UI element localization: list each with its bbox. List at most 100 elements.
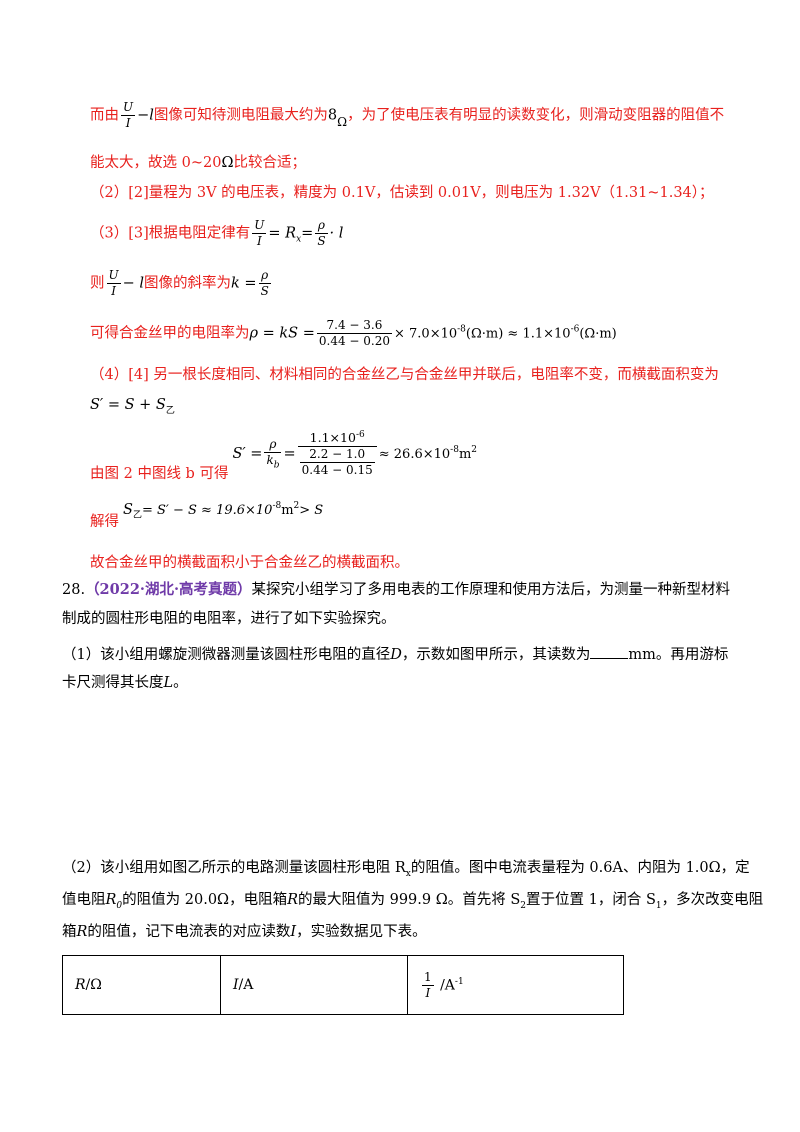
math-term: S <box>123 501 133 518</box>
math-term: · l <box>329 225 344 242</box>
solution-line-11: 故合金丝甲的横截面积小于合金丝乙的横截面积。 <box>90 555 409 571</box>
text: 的阻值，记下电流表的对应读数 <box>87 924 291 940</box>
text: 比较合适； <box>233 155 306 171</box>
frac-num: ρ <box>269 436 277 451</box>
text: 的阻值。图中电流表量程为 0.6A、内阻为 1.0Ω，定 <box>410 860 750 876</box>
math-term: −l <box>137 107 154 124</box>
solution-line-7: （4）[4] 另一根长度相同、材料相同的合金丝乙与合金丝甲并联后，电阻率不变，而… <box>90 367 719 383</box>
frac-den: S <box>315 233 328 248</box>
question-part-1-line-2: 卡尺测得其长度L。 <box>62 676 188 691</box>
header-unit: /Ω <box>85 977 102 993</box>
num-text: 1.1×10 <box>309 430 356 446</box>
frac-den: S <box>258 283 271 298</box>
frac-num: ρ <box>317 218 325 232</box>
header-unit: /A <box>440 977 455 993</box>
math-term: = <box>301 225 314 242</box>
frac-num: ρ <box>261 268 269 282</box>
superscript: -6 <box>570 324 580 335</box>
unit: m <box>458 446 472 462</box>
subscript: b <box>273 459 280 470</box>
answer-blank[interactable] <box>590 646 629 659</box>
text: 的阻值为 20.0Ω，电阻箱 <box>122 892 288 908</box>
math-term: = <box>283 445 296 462</box>
unit: m <box>281 502 294 518</box>
frac-den-k: k <box>266 452 274 467</box>
math-term: D <box>390 647 402 663</box>
frac-den: I <box>252 233 267 249</box>
math-term: ρ = kS = <box>249 325 315 342</box>
header-symbol: I <box>233 977 239 993</box>
math-term: k = <box>231 275 257 292</box>
text: （2）该小组用如图乙所示的电路测量该圆柱形电阻 R <box>62 860 406 876</box>
text: 可得合金丝甲的电阻率为 <box>90 325 250 342</box>
math-term: R <box>76 924 88 940</box>
text: 解得 <box>90 513 119 530</box>
math-term: = S′ − S ≈ 19.6×10 <box>141 502 273 518</box>
text: ，多次改变电阻 <box>661 892 764 908</box>
text: （1）该小组用螺旋测微器测量该圆柱形电阻的直径 <box>62 647 391 663</box>
question-number: 28. <box>62 582 86 598</box>
math-term: R <box>287 892 298 908</box>
question-part-2-line-1: （2）该小组用如图乙所示的电路测量该圆柱形电阻 Rx的阻值。图中电流表量程为 0… <box>62 861 750 879</box>
frac-den: kb <box>264 451 282 472</box>
superscript: 2 <box>471 445 478 456</box>
text: 值电阻 <box>62 892 106 908</box>
math-term: I <box>290 924 297 940</box>
math-term: S′ = <box>232 445 263 462</box>
text: ，为了使电压表有明显的读数变化，则滑动变阻器的阻值不 <box>347 107 725 124</box>
frac-num: U <box>123 100 134 114</box>
text: （3）[3]根据电阻定律有 <box>90 225 251 242</box>
superscript: 2 <box>293 501 300 511</box>
question-28-line-1: 28.（2022·湖北·高考真题）某探究小组学习了多用电表的工作原理和使用方法后… <box>62 581 730 598</box>
superscript: -8 <box>457 324 466 335</box>
solution-line-3: （2）[2]量程为 3V 的电压表，精度为 0.1V，估读到 0.01V，则电压… <box>90 185 714 201</box>
text: 图像的斜率为 <box>144 275 232 292</box>
math-term: S′ = S + S <box>90 397 166 413</box>
question-part-2-line-2: 值电阻R0的阻值为 20.0Ω，电阻箱R的最大阻值为 999.9 Ω。首先将 S… <box>62 893 763 911</box>
text: ，实验数据见下表。 <box>296 924 427 940</box>
text: 箱 <box>62 924 77 940</box>
frac-num: 1 <box>424 969 432 984</box>
frac-den: I <box>121 115 136 131</box>
subscript: x <box>405 868 411 879</box>
question-source: （2022·湖北·高考真题） <box>85 581 252 598</box>
value: 8 <box>327 107 338 124</box>
frac-num: U <box>254 218 265 232</box>
header-unit: /A <box>238 977 254 993</box>
math-term: − l <box>122 275 145 292</box>
header-symbol: R <box>75 977 86 993</box>
subscript: 0 <box>116 900 123 911</box>
text: 而由 <box>90 107 119 124</box>
math-term: (Ω·m) ≈ 1.1×10 <box>465 326 571 342</box>
header-cell-r: R/Ω <box>62 955 221 1015</box>
question-part-2-line-3: 箱R的阻值，记下电流表的对应读数I，实验数据见下表。 <box>62 925 427 940</box>
solution-line-8: S′ = S + S乙 <box>90 398 175 416</box>
frac-num: U <box>108 268 119 282</box>
solution-line-10: 解得S乙= S′ − S ≈ 19.6×10-8m2> S <box>90 501 323 530</box>
text: 图像可知待测电阻最大约为 <box>153 107 328 124</box>
unit: Ω <box>337 114 348 129</box>
text: 由图 2 中图线 b 可得 <box>90 465 229 482</box>
text: 的最大阻值为 999.9 Ω。首先将 S <box>298 892 521 908</box>
math-term: × 7.0×10 <box>394 326 458 342</box>
subscript: 1 <box>655 900 662 911</box>
frac-num: 2.2 − 1.0 <box>309 446 366 461</box>
subscript: 乙 <box>132 510 142 521</box>
text: 置于位置 1，闭合 S <box>526 892 656 908</box>
text: 卡尺测得其长度 <box>62 675 164 691</box>
